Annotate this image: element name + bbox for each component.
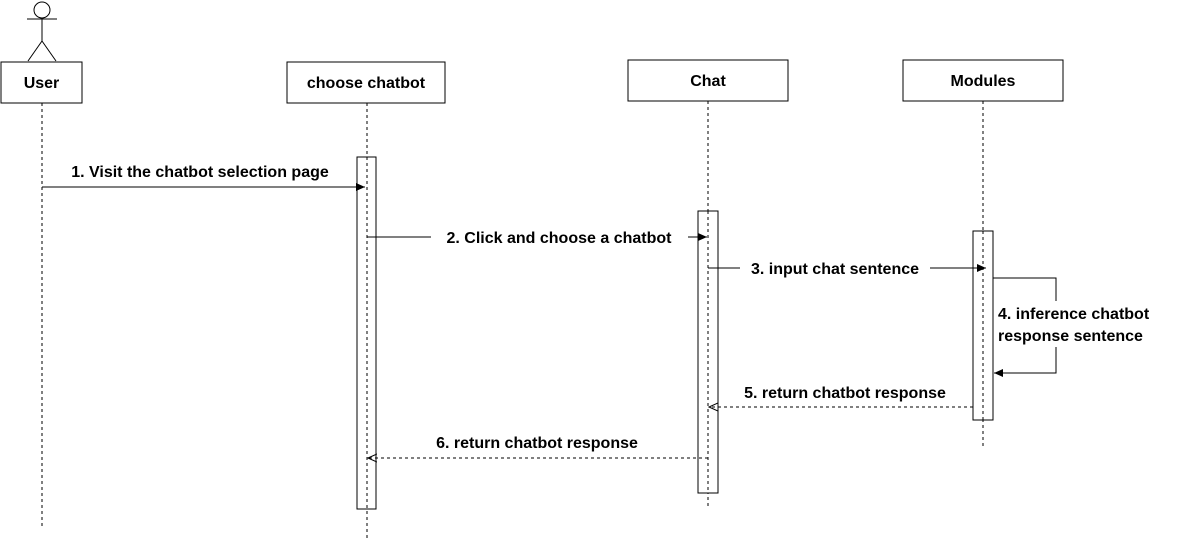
participant-chat-label: Chat [690,73,726,90]
message-4-label: 4. inference chatbot response sentence [998,306,1154,345]
message-6-label: 6. return chatbot response [436,435,638,452]
message-4-label-line-2: response sentence [998,328,1143,345]
participant-user-label: User [24,75,60,92]
message-1-label-bg [55,159,347,181]
message-5-label: 5. return chatbot response [744,385,946,402]
participant-modules: Modules [902,59,1064,102]
participant-user: User [0,61,83,104]
message-3-label-bg [740,257,930,279]
participant-choose-chatbot: choose chatbot [286,61,446,104]
message-4-label-bg [996,301,1170,347]
participant-modules-label: Modules [951,73,1016,90]
participant-chat: Chat [627,59,789,102]
message-2-label-bg [431,226,688,248]
participant-choose-chatbot-label: choose chatbot [307,75,426,92]
message-4-label-line-1: 4. inference chatbot [998,306,1150,323]
message-3-label: 3. input chat sentence [751,261,919,278]
user-actor-icon [27,1,57,62]
message-1-label: 1. Visit the chatbot selection page [71,164,329,181]
message-2-label: 2. Click and choose a chatbot [447,230,673,247]
modules-activation [972,230,994,421]
